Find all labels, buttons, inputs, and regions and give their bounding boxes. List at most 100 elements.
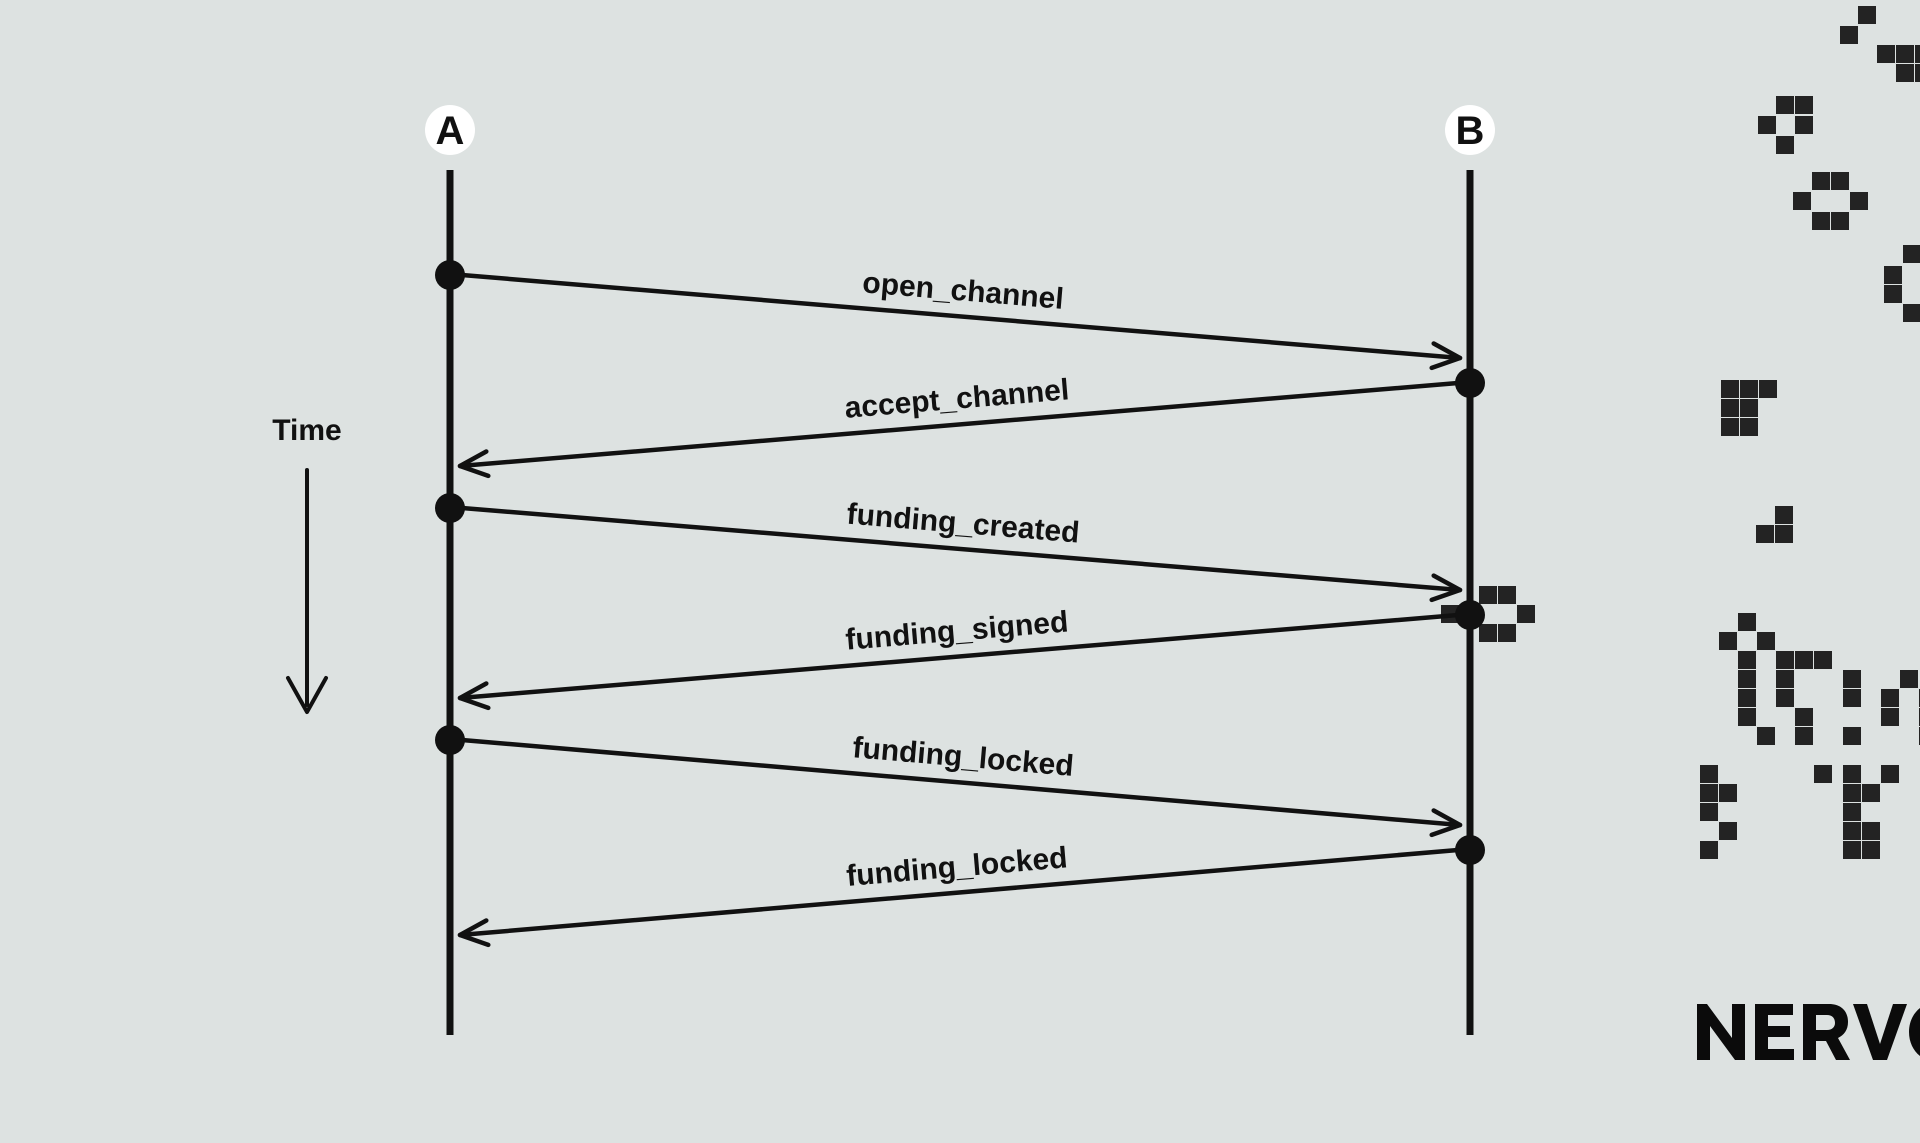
decor-pixel	[1862, 841, 1880, 859]
decor-pixel	[1498, 586, 1516, 604]
decor-pixel	[1700, 784, 1718, 802]
decor-pixel	[1903, 304, 1920, 322]
event-dots-group	[435, 260, 1485, 865]
decor-pixel	[1881, 689, 1899, 707]
decor-pixel	[1915, 64, 1920, 82]
decor-pixel	[1721, 380, 1739, 398]
decor-pixel	[1795, 708, 1813, 726]
actor-badge	[1445, 105, 1495, 155]
decor-pixel	[1738, 708, 1756, 726]
decor-pixel	[1795, 727, 1813, 745]
message-1-open_channel: open_channel	[459, 266, 1463, 371]
decor-pixel	[1700, 841, 1718, 859]
actor-b: B	[1445, 105, 1495, 155]
decor-pixel	[1850, 192, 1868, 210]
time-axis: Time	[272, 414, 342, 714]
decor-pixel	[1757, 727, 1775, 745]
decor-pixel	[1757, 632, 1775, 650]
decor-pixel	[1721, 418, 1739, 436]
decor-pixel	[1843, 727, 1861, 745]
decor-pixel	[1756, 525, 1774, 543]
actor-letter: A	[436, 109, 465, 153]
decor-pixel	[1884, 266, 1902, 284]
decor-pixel	[1915, 45, 1920, 63]
decor-pixel	[1479, 624, 1497, 642]
decor-pixel	[1738, 613, 1756, 631]
decor-pixel	[1877, 45, 1895, 63]
decor-pixel	[1862, 822, 1880, 840]
decor-pixel	[1776, 651, 1794, 669]
decor-pixel	[1719, 822, 1737, 840]
message-line	[457, 612, 1461, 701]
decor-pixel	[1840, 26, 1858, 44]
message-line	[459, 505, 1463, 593]
decor-pixel	[1843, 670, 1861, 688]
decor-pixel	[1843, 803, 1861, 821]
actor-letter: B	[1456, 109, 1485, 153]
decor-pixel	[1700, 803, 1718, 821]
decor-pixel	[1843, 765, 1861, 783]
decor-pixel	[1862, 784, 1880, 802]
decor-pixel	[1795, 96, 1813, 114]
decor-pixel	[1776, 136, 1794, 154]
decor-pixel	[1775, 525, 1793, 543]
decor-pixel	[1776, 670, 1794, 688]
message-3-funding_created: funding_created	[459, 498, 1463, 603]
time-axis-label: Time	[272, 414, 341, 447]
decor-pixel	[1498, 624, 1516, 642]
decor-pixel	[1843, 841, 1861, 859]
decor-pixel	[1721, 399, 1739, 417]
actor-a: A	[425, 105, 475, 155]
message-2-accept_channel: accept_channel	[457, 373, 1461, 479]
decor-pixel	[1843, 689, 1861, 707]
decor-pixel	[1814, 651, 1832, 669]
decor-pixel	[1884, 285, 1902, 303]
decor-pixel	[1738, 689, 1756, 707]
decor-pixel	[1858, 6, 1876, 24]
decor-pixel	[1896, 64, 1914, 82]
decor-pixel	[1881, 765, 1899, 783]
message-arrowhead	[1429, 808, 1463, 838]
pixel-decoration	[1441, 6, 1920, 859]
decor-pixel	[1776, 96, 1794, 114]
time-axis-arrowhead	[286, 676, 328, 714]
message-6-funding_locked: funding_locked	[457, 841, 1461, 948]
message-line	[457, 847, 1461, 938]
event-dot	[1455, 600, 1485, 630]
decor-pixel	[1812, 172, 1830, 190]
decor-pixel	[1740, 399, 1758, 417]
decor-pixel	[1776, 689, 1794, 707]
decor-pixel	[1812, 212, 1830, 230]
message-arrowhead	[457, 681, 491, 711]
decor-pixel	[1479, 586, 1497, 604]
decor-pixel	[1896, 45, 1914, 63]
event-dot	[1455, 368, 1485, 398]
message-arrowhead	[457, 918, 491, 948]
decor-pixel	[1759, 380, 1777, 398]
decor-pixel	[1831, 172, 1849, 190]
decor-pixel	[1814, 765, 1832, 783]
decor-pixel	[1740, 380, 1758, 398]
message-arrowhead	[1429, 573, 1463, 603]
actor-badge	[425, 105, 475, 155]
message-arrowhead	[1429, 341, 1463, 371]
message-line	[459, 737, 1463, 828]
decor-pixel	[1700, 765, 1718, 783]
decor-pixel	[1740, 418, 1758, 436]
decor-pixel	[1719, 632, 1737, 650]
decor-pixel	[1831, 212, 1849, 230]
decor-pixel	[1795, 116, 1813, 134]
decor-pixel	[1903, 245, 1920, 263]
decor-pixel	[1881, 708, 1899, 726]
decor-pixel	[1719, 784, 1737, 802]
event-dot	[435, 493, 465, 523]
decor-pixel	[1758, 116, 1776, 134]
decor-pixel	[1793, 192, 1811, 210]
decor-pixel	[1775, 506, 1793, 524]
message-line	[457, 380, 1461, 469]
decor-pixel	[1843, 822, 1861, 840]
message-line	[459, 272, 1463, 361]
